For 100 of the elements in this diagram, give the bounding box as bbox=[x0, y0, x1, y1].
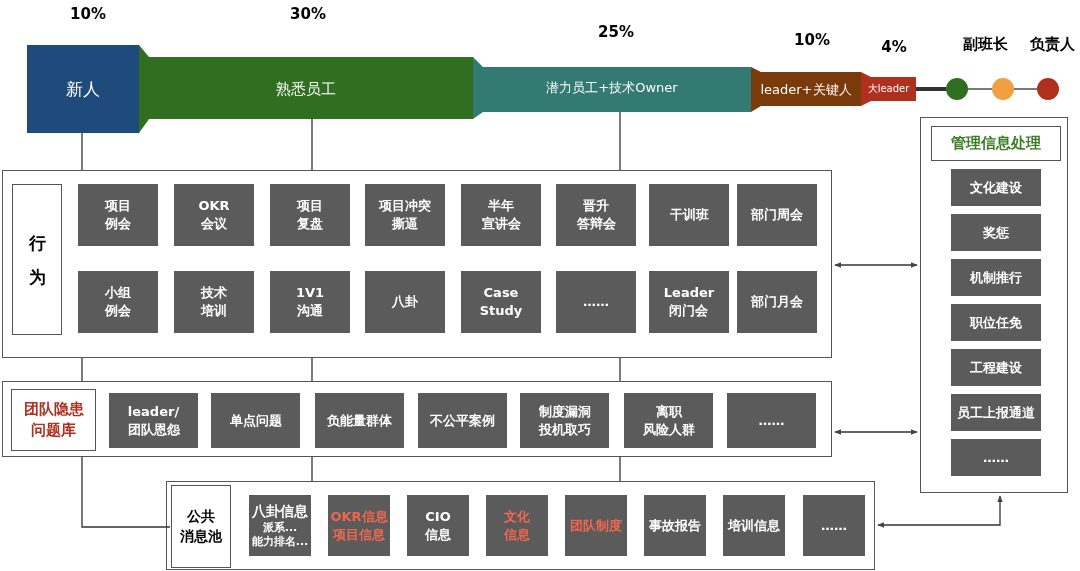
item-label: 晋升答辩会 bbox=[576, 197, 616, 233]
item-box bbox=[723, 495, 785, 556]
item-box bbox=[365, 271, 445, 333]
item-label: leader/团队恩怨 bbox=[127, 402, 180, 439]
item-box bbox=[951, 394, 1041, 431]
item-label: 小组例会 bbox=[105, 284, 131, 320]
item-box bbox=[737, 271, 817, 333]
connector-line bbox=[619, 357, 621, 382]
item-box bbox=[649, 271, 729, 333]
item-label: 奖惩 bbox=[983, 223, 1009, 242]
connector-line bbox=[619, 456, 621, 482]
item-box bbox=[109, 393, 198, 448]
label-text: 公共消息池 bbox=[180, 506, 222, 546]
item-box bbox=[78, 184, 158, 246]
item-label: 八卦 bbox=[392, 293, 418, 311]
item-label: OKR信息项目信息 bbox=[330, 507, 388, 544]
item-label: 1V1沟通 bbox=[295, 284, 325, 320]
connector-line bbox=[311, 357, 313, 382]
item-label: 团队制度 bbox=[570, 516, 622, 535]
item-box bbox=[951, 304, 1041, 341]
item-label: 干训班 bbox=[669, 206, 709, 224]
status-dot bbox=[992, 78, 1014, 100]
item-label: 半年宣讲会 bbox=[481, 197, 521, 233]
item-label: 机制推行 bbox=[970, 268, 1022, 287]
percentage-label: 30% bbox=[289, 5, 327, 23]
item-label: 部门周会 bbox=[751, 206, 803, 224]
item-box bbox=[270, 184, 350, 246]
item-label: …… bbox=[821, 516, 847, 535]
item-label: 文化信息 bbox=[504, 507, 530, 544]
percentage-label: 4% bbox=[880, 38, 908, 56]
item-box bbox=[174, 184, 254, 246]
item-box bbox=[556, 184, 636, 246]
item-box bbox=[249, 495, 311, 556]
item-label: CIO信息 bbox=[425, 507, 451, 544]
connector-line bbox=[311, 456, 313, 482]
item-note: 能力排名... bbox=[251, 534, 309, 550]
item-label: 负能量群体 bbox=[327, 411, 392, 430]
item-box bbox=[951, 259, 1041, 296]
item-box bbox=[461, 184, 541, 246]
panel-frame bbox=[166, 481, 875, 570]
connector-line bbox=[81, 357, 83, 382]
item-box bbox=[951, 214, 1041, 251]
label-box bbox=[171, 485, 231, 568]
label-box bbox=[931, 126, 1061, 161]
label-text: 团队隐患问题库 bbox=[23, 399, 84, 441]
label-text: 管理信息处理 bbox=[951, 133, 1041, 154]
item-label: 项目冲突撕逼 bbox=[379, 197, 431, 233]
item-box bbox=[737, 184, 817, 246]
arrow bbox=[834, 262, 918, 268]
connector-line bbox=[81, 132, 83, 171]
item-box bbox=[315, 393, 404, 448]
item-label: OKR会议 bbox=[198, 197, 230, 233]
status-dot bbox=[946, 78, 968, 100]
item-box bbox=[418, 393, 507, 448]
connector-line bbox=[1013, 88, 1038, 90]
item-box bbox=[461, 271, 541, 333]
item-box bbox=[486, 495, 548, 556]
role-label: 负责人 bbox=[1028, 35, 1076, 54]
connector-line bbox=[311, 118, 313, 171]
item-label: 离职风险人群 bbox=[642, 402, 695, 439]
item-box bbox=[951, 169, 1041, 206]
connector-line bbox=[916, 87, 946, 91]
item-box bbox=[951, 439, 1041, 476]
item-box bbox=[270, 271, 350, 333]
item-label: 制度漏洞投机取巧 bbox=[538, 402, 591, 439]
item-label: 文化建设 bbox=[970, 178, 1022, 197]
item-label: 单点问题 bbox=[229, 411, 282, 430]
item-box bbox=[727, 393, 816, 448]
item-label: …… bbox=[983, 448, 1009, 467]
panel-frame bbox=[2, 170, 832, 358]
item-box bbox=[624, 393, 713, 448]
item-label: 部门月会 bbox=[751, 293, 803, 311]
arrow bbox=[877, 495, 1003, 528]
item-box bbox=[649, 184, 729, 246]
item-box bbox=[407, 495, 469, 556]
item-label: …… bbox=[583, 293, 609, 311]
label-box bbox=[11, 389, 96, 451]
panel-frame bbox=[2, 381, 832, 457]
item-label: 培训信息 bbox=[728, 516, 780, 535]
item-box bbox=[211, 393, 300, 448]
item-label: Case Study bbox=[478, 284, 524, 320]
label-text: 行为 bbox=[28, 231, 46, 289]
item-label: 技术培训 bbox=[201, 284, 227, 320]
connector-line bbox=[967, 88, 993, 90]
segment-label: leader+关键人 bbox=[760, 80, 852, 99]
label-box bbox=[12, 184, 62, 335]
segment-label: 潜力员工+技术Owner bbox=[546, 79, 678, 97]
connector-line bbox=[619, 111, 621, 171]
item-box bbox=[556, 271, 636, 333]
item-label: 职位任免 bbox=[970, 313, 1022, 332]
item-box bbox=[951, 349, 1041, 386]
segment-label: 新人 bbox=[66, 77, 100, 101]
item-label: …… bbox=[758, 411, 785, 430]
item-box bbox=[644, 495, 706, 556]
item-label: 不公平案例 bbox=[430, 411, 495, 430]
item-box bbox=[174, 271, 254, 333]
item-label: 项目复盘 bbox=[297, 197, 323, 233]
item-label: 项目例会 bbox=[105, 197, 131, 233]
percentage-label: 25% bbox=[597, 23, 635, 41]
connector-line bbox=[81, 456, 171, 528]
